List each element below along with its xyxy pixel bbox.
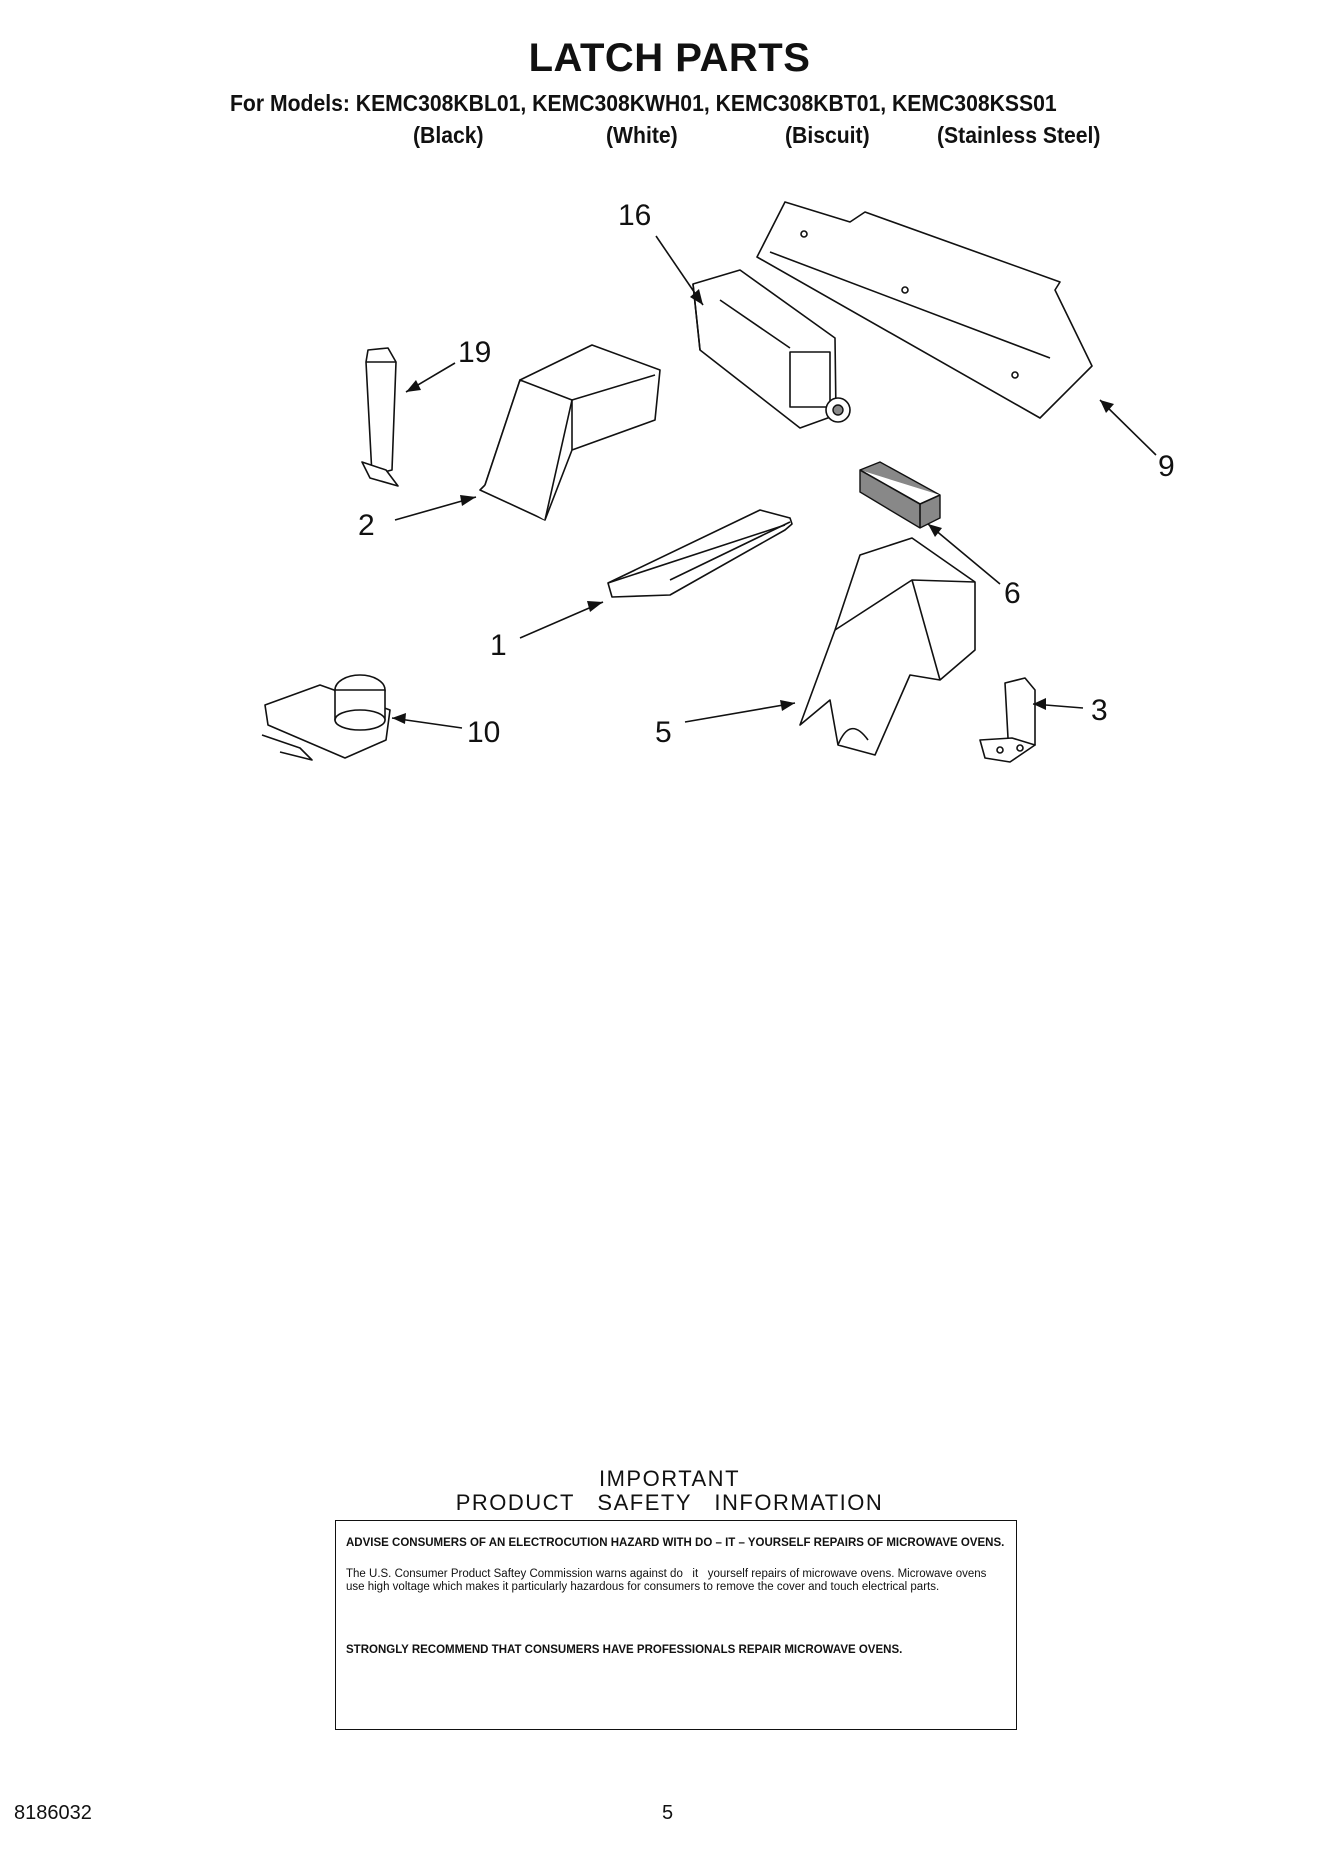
arrowhead-1 [587,601,603,612]
part-10-switch-motor [261,674,391,761]
callout-2: 2 [358,509,375,542]
arrowhead-2 [460,495,476,506]
callout-6: 6 [1004,577,1021,610]
part-5-latch-shield [799,537,976,756]
part-19-actuator [361,347,399,487]
page-title: LATCH PARTS [528,36,811,80]
safety-heading-info: PRODUCT SAFETY INFORMATION [455,1490,884,1515]
leader-5 [684,702,796,723]
document-number: 8186032 [14,1802,92,1824]
color-label-black: (Black) [413,122,484,148]
callout-10: 10 [467,716,500,749]
arrowhead-10 [392,713,406,724]
safety-information-box: ADVISE CONSUMERS OF AN ELECTROCUTION HAZ… [335,1520,1017,1730]
safety-heading-important: IMPORTANT [598,1466,741,1491]
arrowhead-16 [690,289,703,305]
safety-body-text: The U.S. Consumer Product Saftey Commiss… [346,1568,990,1593]
arrowhead-5 [780,700,795,711]
color-label-biscuit: (Biscuit) [785,122,870,148]
callout-19: 19 [458,336,491,369]
callout-3: 3 [1091,694,1108,727]
callout-9: 9 [1158,450,1175,483]
part-3-bracket [979,677,1036,763]
safety-advise-text: ADVISE CONSUMERS OF AN ELECTROCUTION HAZ… [346,1537,1005,1549]
callout-5: 5 [655,716,672,749]
part-9-latch-bracket [756,201,1093,419]
callout-16: 16 [618,199,651,232]
arrowhead-3 [1033,698,1046,710]
color-label-stainless-steel: (Stainless Steel) [937,122,1101,148]
leader-6 [927,523,1001,585]
part-2-latch-cover [479,344,661,521]
part-6-pad [859,461,941,529]
callout-leaders [391,235,1157,729]
models-line: For Models: KEMC308KBL01, KEMC308KWH01, … [230,90,1057,116]
callout-1: 1 [490,629,507,662]
arrowhead-9 [1100,400,1114,413]
color-label-white: (White) [606,122,678,148]
part-1-slide-strip [607,509,793,598]
arrowhead-6 [928,524,942,537]
arrowhead-19 [406,380,421,392]
exploded-parts-diagram: 16 19 9 2 6 1 10 5 3 [261,199,1175,763]
safety-recommend-text: STRONGLY RECOMMEND THAT CONSUMERS HAVE P… [346,1644,903,1656]
page-number: 5 [662,1802,674,1824]
part-16-latch-assembly [692,269,851,429]
